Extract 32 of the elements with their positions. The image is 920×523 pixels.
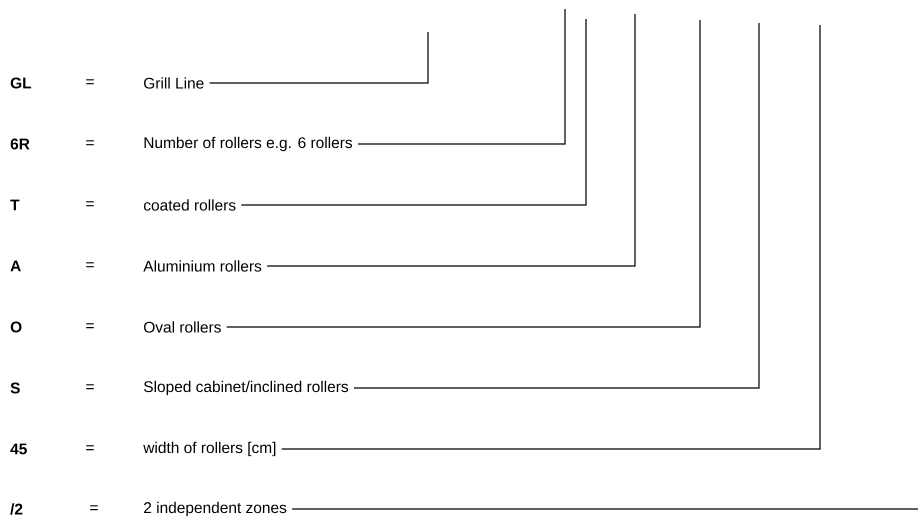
- leader-line: [267, 14, 636, 267]
- code-label: 45: [10, 444, 27, 454]
- description-text: 2 independent zones: [144, 502, 286, 516]
- equals-sign: =: [86, 140, 94, 146]
- code-label: T: [10, 200, 20, 210]
- leader-line: [292, 508, 918, 510]
- description-text: width of rollers [cm]: [143, 442, 276, 456]
- leader-line: [358, 9, 566, 145]
- leader-line: [241, 19, 587, 206]
- description-text: coated rollers: [144, 199, 236, 211]
- code-label: GL: [10, 78, 32, 88]
- description-text: Grill Line: [144, 77, 204, 89]
- description-text: Number of rollers e.g. 6 rollers: [144, 136, 352, 152]
- code-label: O: [10, 322, 22, 332]
- leader-line: [210, 32, 429, 84]
- code-label: S: [10, 382, 20, 394]
- equals-sign: =: [86, 201, 94, 206]
- equals-sign: =: [86, 445, 94, 450]
- description-text: Oval rollers: [144, 321, 221, 333]
- equals-sign: =: [86, 323, 94, 328]
- description-text: Aluminium rollers: [143, 260, 262, 272]
- equals-sign: =: [90, 505, 98, 510]
- code-label: 6R: [10, 138, 30, 150]
- leader-line: [354, 23, 760, 389]
- description-text: Sloped cabinet/inclined rollers: [144, 380, 348, 396]
- leader-line: [226, 20, 701, 328]
- code-label: A: [10, 260, 21, 272]
- equals-sign: =: [86, 262, 94, 268]
- code-label: /2: [10, 503, 22, 515]
- equals-sign: =: [86, 79, 94, 84]
- equals-sign: =: [86, 384, 94, 390]
- leader-line: [282, 25, 821, 450]
